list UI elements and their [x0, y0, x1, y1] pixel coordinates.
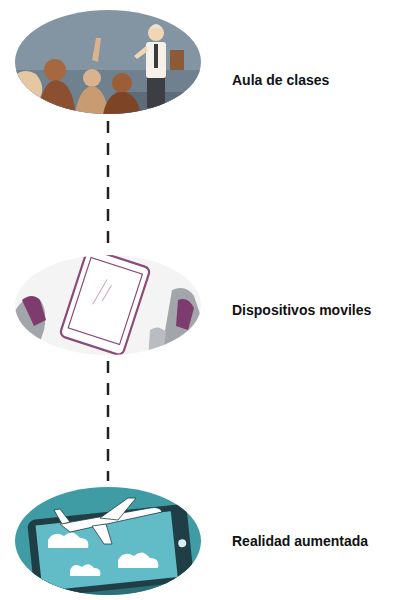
node-label: Aula de clases: [232, 72, 329, 89]
label-group: Realidad aumentada: [232, 533, 368, 550]
illustration-node: Realidad aumentada: [15, 487, 201, 595]
ellipse-outline: [15, 255, 201, 355]
ellipse-outline: [15, 487, 201, 595]
ellipse: [16, 11, 201, 115]
dashed-connector: [107, 361, 110, 481]
ellipse: [16, 256, 201, 355]
illustration-node: Aula de clases: [15, 10, 201, 115]
label-group: Dispositivos moviles: [232, 302, 371, 319]
node-label: Realidad aumentada: [232, 533, 368, 550]
tablet-illustration: [10, 248, 210, 360]
ellipse-outline: [15, 10, 201, 115]
ellipse: [16, 488, 201, 595]
node-label: Dispositivos moviles: [232, 302, 371, 319]
illustration-node: Dispositivos moviles: [15, 255, 201, 355]
label-group: Aula de clases: [232, 72, 329, 89]
dashed-connector: [107, 121, 110, 249]
augmented-reality-illustration: [10, 485, 210, 600]
classroom-illustration: [10, 5, 210, 122]
